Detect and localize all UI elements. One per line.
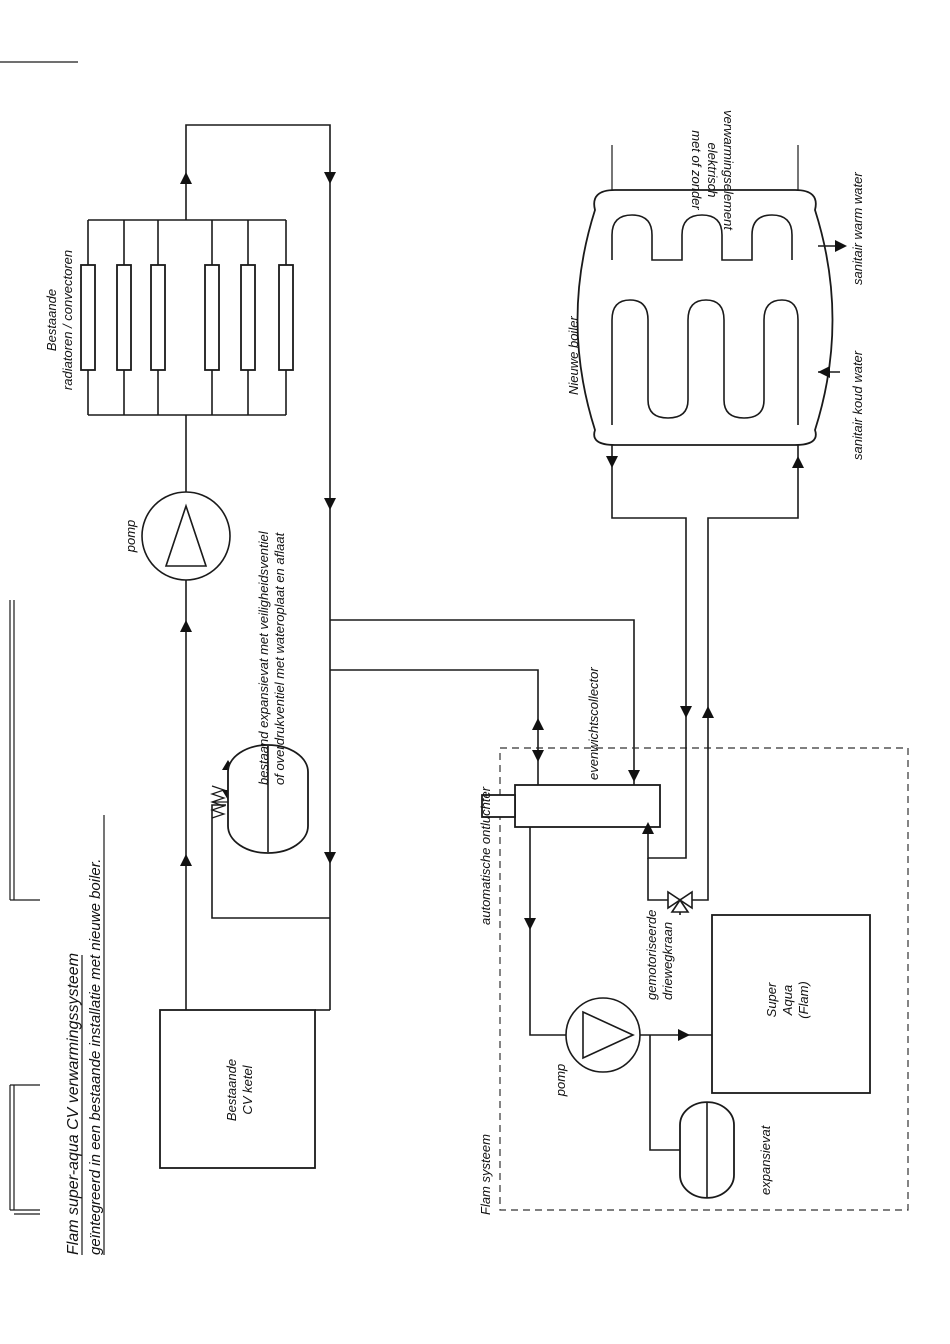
flow-arrow <box>524 918 536 930</box>
driewegkraan-label: gemotoriseerde driewegkraan <box>644 910 675 1000</box>
pump-bottom-label: pomp <box>553 1064 568 1098</box>
driewegkraan-label-2: driewegkraan <box>660 922 675 1000</box>
flow-arrow <box>606 456 618 468</box>
valve-inlet <box>647 858 668 901</box>
driewegkraan-label-1: gemotoriseerde <box>644 910 659 1000</box>
three-way-valve-left <box>667 890 682 910</box>
flow-arrow <box>678 1029 690 1041</box>
expansion-existing-pipe <box>211 804 330 919</box>
flam-systeem-boundary <box>499 747 909 1211</box>
super-aqua-label: Super Aqua (Flam) <box>764 981 811 1019</box>
cv-ketel-label-2: CV ketel <box>240 1064 255 1114</box>
coil-lower <box>611 299 799 425</box>
cv-ketel-box <box>159 1009 316 1169</box>
title-block: Flam super-aqua CV verwarmingssysteem ge… <box>65 815 105 1255</box>
super-aqua-label-2: Aqua <box>780 985 795 1016</box>
super-aqua-label-3: (Flam) <box>796 981 811 1019</box>
flow-arrow <box>532 750 544 762</box>
flow-arrow <box>680 706 692 718</box>
pump-top-triangle <box>164 503 208 567</box>
flow-arrow <box>628 770 640 782</box>
boiler-return-pipe <box>647 700 687 859</box>
flow-arrow <box>324 852 336 864</box>
new-boiler-supply <box>707 425 799 700</box>
flam-systeem-label: Flam systeem <box>478 1134 493 1215</box>
koud-water-label: sanitair koud water <box>850 350 865 460</box>
koud-water-arrow <box>818 366 830 378</box>
flow-arrow <box>702 706 714 718</box>
warm-water-arrow <box>835 240 847 252</box>
expansion-existing-label-1: bestaand expansievat met veiligheidsvent… <box>256 530 271 785</box>
flow-arrow <box>324 172 336 184</box>
radiators-label-1: Bestaande <box>44 289 59 351</box>
pump-bottom-triangle <box>582 1010 635 1060</box>
three-way-valve-bottom <box>670 898 690 913</box>
expansion-existing-label-2: of overdrukventiel met wateroplaat en af… <box>272 531 287 785</box>
flow-arrow <box>532 718 544 730</box>
flow-arrow <box>180 620 192 632</box>
pump-bottom <box>565 997 641 1073</box>
collector-to-pump <box>529 827 566 1036</box>
collector-supply-branch <box>330 669 539 785</box>
expansievat-pipe <box>649 1035 680 1151</box>
element-label-3: verwarmingselement <box>721 110 736 231</box>
flow-arrow <box>180 854 192 866</box>
element-label-2: elektrisch <box>705 143 720 198</box>
flow-arrow <box>792 456 804 468</box>
warm-water-label: sanitair warm water <box>850 172 865 285</box>
radiators-label: Bestaande radiatoren / convectoren <box>44 250 75 390</box>
cv-ketel-label-1: Bestaande <box>224 1059 239 1121</box>
flow-arrow <box>324 498 336 510</box>
cv-ketel-label: Bestaande CV ketel <box>224 1059 255 1121</box>
super-aqua-label-1: Super <box>764 982 779 1017</box>
collector-return-branch <box>330 619 635 788</box>
super-aqua-box <box>711 914 871 1094</box>
expansievat-label: expansievat <box>758 1124 773 1195</box>
radiator-bank <box>80 219 294 416</box>
nieuwe-boiler-label: Nieuwe boiler <box>566 316 581 395</box>
title-line-1: Flam super-aqua CV verwarmingssysteem <box>65 953 82 1255</box>
boiler-supply-pipe <box>692 700 709 901</box>
coil-upper <box>611 214 793 261</box>
ontluchter-label: automatische ontluchter <box>478 786 493 925</box>
flow-arrow <box>180 172 192 184</box>
title-line-2: geïntegreerd in een bestaande installati… <box>87 859 104 1255</box>
new-boiler-return <box>611 425 687 700</box>
three-way-valve-right <box>678 890 693 910</box>
evenwichtscollector <box>514 784 661 828</box>
frame-lines <box>0 61 78 1215</box>
nieuwe-boiler <box>576 189 834 446</box>
expansion-existing-label: bestaand expansievat met veiligheidsvent… <box>256 530 287 785</box>
pump-top-label: pomp <box>123 520 138 554</box>
element-label-1: met of zonder <box>689 130 704 210</box>
radiators-label-2: radiatoren / convectoren <box>60 250 75 390</box>
automatische-ontluchter <box>481 794 516 818</box>
element-label: met of zonder elektrisch verwarmingselem… <box>689 110 736 231</box>
flow-arrow <box>642 822 654 834</box>
collector-label: evenwichtscollector <box>586 667 601 780</box>
